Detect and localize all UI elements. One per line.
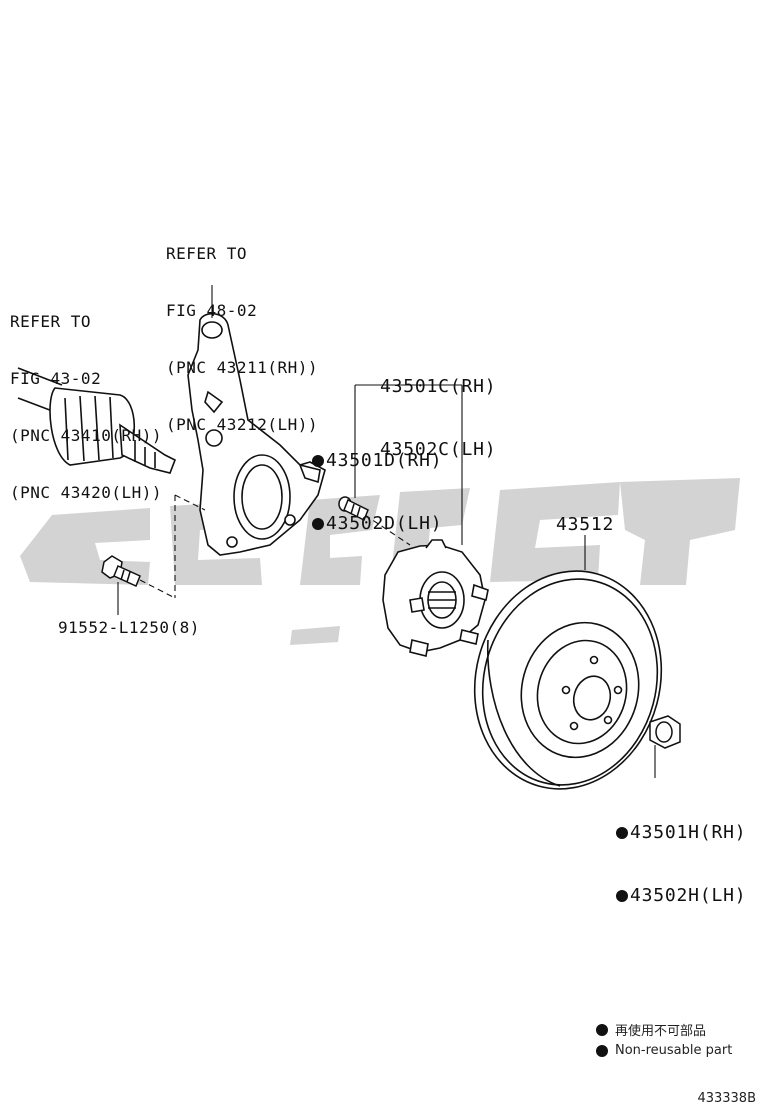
- shaft-ref-label: REFER TO FIG 43-02 (PNC 43410(RH)) (PNC …: [10, 274, 162, 521]
- nut-lh: 43502H(LH): [630, 885, 747, 906]
- knuckle-ref-line2: FIG 48-02: [166, 301, 258, 320]
- shaft-ref-line1: REFER TO: [10, 312, 92, 331]
- bolt-label: 91552-L1250(8): [58, 618, 200, 637]
- nut-rh: 43501H(RH): [630, 822, 747, 843]
- guide-lines: [139, 494, 411, 599]
- bullet-icon: [596, 1023, 608, 1036]
- hub-bolt: [338, 496, 369, 522]
- leader-lines: [117, 285, 656, 778]
- hub-bolt-rh: 43501D(RH): [326, 450, 443, 471]
- hub-assy-rh: 43501C(RH): [380, 376, 497, 397]
- bolt-91552: [101, 555, 141, 588]
- nut-label: 43501H(RH) 43502H(LH): [616, 780, 746, 927]
- non-reusable-bullet-icon: [616, 827, 628, 839]
- non-reusable-bullet-icon: [312, 518, 324, 530]
- shaft-ref-line2: FIG 43-02: [10, 369, 102, 388]
- knuckle-ref-line3: (PNC 43211(RH)): [166, 358, 318, 377]
- figure-id: 433338B: [697, 1091, 756, 1106]
- hub-bolt-label: 43501D(RH) 43502D(LH): [312, 408, 442, 555]
- rotor-label: 43512: [556, 514, 615, 535]
- hub-bolt-lh: 43502D(LH): [326, 513, 443, 534]
- shaft-ref-line3: (PNC 43410(RH)): [10, 426, 162, 445]
- drive-shaft: [17, 367, 177, 474]
- knuckle-ref-line4: (PNC 43212(LH)): [166, 415, 318, 434]
- brake-rotor: [473, 570, 663, 790]
- non-reusable-bullet-icon: [616, 890, 628, 902]
- knuckle-ref-label: REFER TO FIG 48-02 (PNC 43211(RH)) (PNC …: [166, 206, 318, 453]
- hub-assy-lh: 43502C(LH): [380, 439, 497, 460]
- hub-nut: [649, 715, 681, 749]
- hub-assy-label: 43501C(RH) 43502C(LH): [380, 334, 496, 481]
- steering-knuckle: [187, 312, 326, 556]
- legend-en: Non-reusable part: [615, 1043, 733, 1058]
- bullet-icon: [596, 1044, 608, 1057]
- knuckle-ref-line1: REFER TO: [166, 244, 248, 263]
- non-reusable-bullet-icon: [312, 455, 324, 467]
- legend: 再使用不可部品 Non-reusable part: [596, 1019, 732, 1061]
- legend-jp: 再使用不可部品: [615, 1024, 707, 1039]
- shaft-ref-line4: (PNC 43420(LH)): [10, 483, 162, 502]
- hub-assembly: [382, 539, 489, 657]
